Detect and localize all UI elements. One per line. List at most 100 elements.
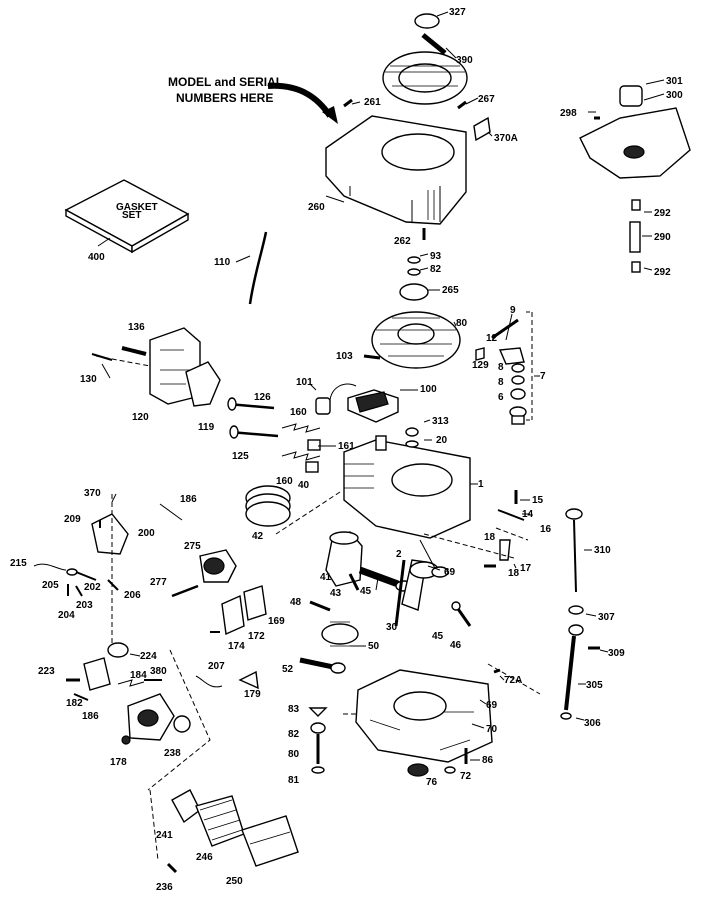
piston-ring-3 (245, 501, 291, 527)
drain-plug-group (308, 707, 328, 774)
callout-261: 261 (364, 97, 381, 108)
camshaft-group (299, 600, 359, 674)
callout-292-top: 292 (654, 208, 671, 219)
callout-186-b: 186 (82, 711, 99, 722)
callout-136: 136 (128, 322, 145, 333)
lower-carb-group (66, 642, 259, 791)
callout-250: 250 (226, 876, 243, 887)
callout-160-a: 160 (290, 407, 307, 418)
gasket-set-text-1: GASKET (116, 202, 158, 213)
fuel-line (629, 221, 641, 253)
starter-screw (343, 98, 353, 108)
washer-81 (311, 766, 325, 774)
spring-184 (117, 679, 145, 687)
callout-310: 310 (594, 545, 611, 556)
callout-93: 93 (430, 251, 442, 262)
callout-80-b: 80 (288, 749, 300, 760)
tappet-40 (305, 461, 319, 473)
blower-housing (325, 115, 467, 240)
starter-pin (457, 100, 467, 110)
callout-298: 298 (560, 108, 577, 119)
connecting-rod-45 (358, 566, 400, 588)
dipstick-group (560, 508, 600, 720)
note-line-1: MODEL and SERIAL (168, 75, 283, 89)
callout-76: 76 (426, 777, 438, 788)
callout-223: 223 (38, 666, 55, 677)
callout-120: 120 (132, 412, 149, 423)
note-arrow (267, 82, 333, 118)
screw-9 (491, 318, 519, 340)
callout-45-a: 45 (360, 586, 372, 597)
bracket-group-right (475, 311, 533, 425)
air-cleaner-group (149, 789, 299, 874)
flywheel-washer (407, 268, 421, 276)
starter-handle (414, 13, 440, 29)
callout-370a: 370A (494, 133, 518, 144)
part-179 (238, 670, 259, 690)
air-filter-parts (171, 549, 267, 636)
callout-72: 72 (460, 771, 472, 782)
cylinder-block (275, 427, 471, 539)
callout-200: 200 (138, 528, 155, 539)
callout-46: 46 (450, 640, 462, 651)
cylinder-fins (344, 463, 374, 489)
cylinder-bore (391, 463, 453, 497)
gasket-119 (185, 361, 221, 407)
bolt-277 (171, 584, 199, 598)
callout-50: 50 (368, 641, 380, 652)
dipstick-310 (573, 519, 577, 593)
gasket-set-text-2: SET (122, 210, 141, 221)
callout-313: 313 (432, 416, 449, 427)
callout-1: 1 (478, 479, 484, 490)
part-186b (83, 657, 111, 691)
spark-plug-wire (329, 383, 357, 403)
callout-178: 178 (110, 757, 127, 768)
callout-12: 12 (486, 333, 498, 344)
callout-126: 126 (254, 392, 271, 403)
callout-172: 172 (248, 631, 265, 642)
control-bracket-group (91, 327, 221, 407)
callout-129: 129 (472, 360, 489, 371)
lever-16 (499, 539, 511, 561)
part-178 (121, 735, 131, 745)
callout-246: 246 (196, 852, 213, 863)
callout-110: 110 (214, 257, 231, 268)
callout-69: 69 (444, 567, 456, 578)
fuel-cap (619, 85, 643, 107)
spring-215 (33, 563, 67, 571)
part-202 (75, 571, 97, 581)
callout-83: 83 (288, 704, 300, 715)
dipstick-cap (565, 508, 583, 520)
callout-301: 301 (666, 76, 683, 87)
clip-129 (475, 347, 485, 361)
callout-275: 275 (184, 541, 201, 552)
callout-82: 82 (430, 264, 442, 275)
callout-238: 238 (164, 748, 181, 759)
callout-186-a: 186 (180, 494, 197, 505)
flywheel-group (371, 256, 461, 369)
callout-169: 169 (268, 616, 285, 627)
flywheel-hub (397, 323, 435, 345)
callout-43: 43 (330, 588, 342, 599)
carburetor-200 (91, 513, 129, 555)
callout-292-bottom: 292 (654, 267, 671, 278)
starter-pulley-inner (398, 63, 452, 93)
callout-236: 236 (156, 882, 173, 893)
callout-81: 81 (288, 775, 300, 786)
screw-48 (309, 600, 331, 612)
plug-313 (405, 427, 419, 437)
clamp-bottom (631, 261, 641, 273)
callout-72a: 72A (504, 675, 522, 686)
callout-241: 241 (156, 830, 173, 841)
callout-16: 16 (540, 524, 552, 535)
screw-130 (91, 353, 113, 361)
o-ring-307 (568, 605, 584, 615)
callout-203: 203 (76, 600, 93, 611)
link-207 (195, 675, 223, 688)
callout-202: 202 (84, 582, 101, 593)
gasket-set: GASKET SET (64, 179, 190, 254)
callout-400: 400 (88, 252, 105, 263)
callout-119: 119 (198, 422, 215, 433)
decal-370a (473, 116, 491, 142)
